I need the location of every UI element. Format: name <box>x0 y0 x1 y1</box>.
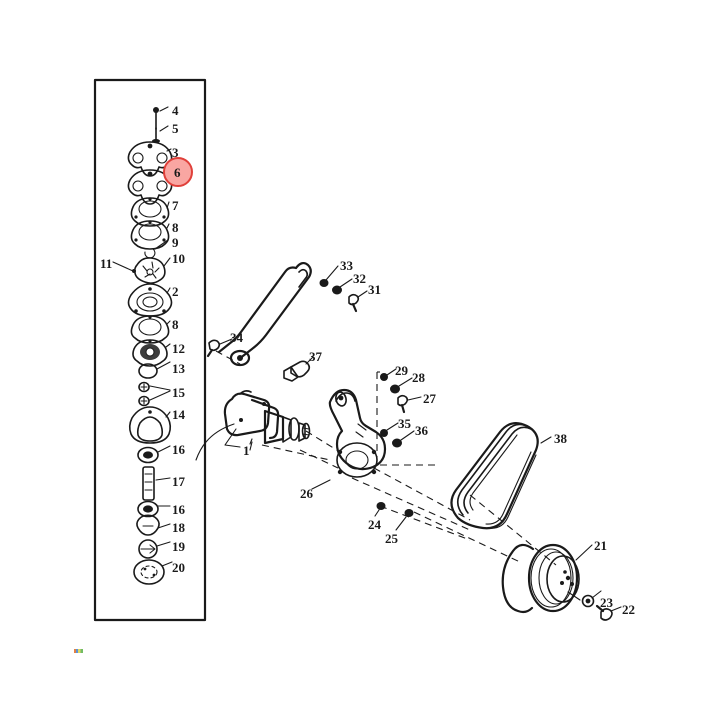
leader-1 <box>249 438 253 445</box>
callout-37: 37 <box>309 349 322 364</box>
color-artifact <box>74 649 83 653</box>
control-lever <box>217 261 312 367</box>
callout-1: 1 <box>243 443 250 458</box>
fastener-34 <box>206 338 241 365</box>
column-part-18 <box>136 514 171 536</box>
column-part-3 <box>127 141 173 177</box>
column-part-16a <box>137 445 171 464</box>
fastener-22 <box>595 604 622 621</box>
callout-6: 6 <box>174 165 181 180</box>
pump-body-1 <box>223 390 311 451</box>
fastener-29 <box>380 368 397 381</box>
column-part-13 <box>138 361 171 379</box>
callout-35: 35 <box>398 416 411 431</box>
fastener-24 <box>374 502 386 517</box>
fitting-37 <box>283 356 314 382</box>
callout-20: 20 <box>172 560 185 575</box>
callout-16b: 16 <box>172 502 185 517</box>
callout-25: 25 <box>385 531 398 546</box>
callout-5: 5 <box>172 121 179 136</box>
column-part-20 <box>133 559 173 585</box>
column-part-7 <box>130 197 170 227</box>
callout-33: 33 <box>340 258 353 273</box>
column-part-19 <box>138 539 171 559</box>
fastener-36 <box>392 430 415 448</box>
callout-10: 10 <box>172 251 185 266</box>
callout-12: 12 <box>172 341 185 356</box>
fastener-27 <box>397 394 422 414</box>
callout-4: 4 <box>172 103 179 118</box>
callout-15: 15 <box>172 385 185 400</box>
callout-31: 31 <box>368 282 381 297</box>
lever-fastener-32 <box>332 278 353 295</box>
fastener-28 <box>390 377 413 394</box>
callout-13: 13 <box>172 361 185 376</box>
column-part-10 <box>133 257 171 284</box>
column-part-11 <box>112 261 136 273</box>
parts-column-frame <box>93 78 207 622</box>
callout-29: 29 <box>395 363 408 378</box>
pulley-21 <box>501 543 593 614</box>
drive-belt-38 <box>450 421 552 530</box>
column-part-17 <box>142 466 171 501</box>
callout-19: 19 <box>172 539 185 554</box>
highlight-ring-part-6 <box>163 157 193 187</box>
callout-18: 18 <box>172 520 185 535</box>
callout-2: 2 <box>172 284 179 299</box>
callout-22: 22 <box>622 602 635 617</box>
fastener-25 <box>395 509 414 531</box>
column-part-8a <box>130 220 170 250</box>
callout-3: 3 <box>172 145 179 160</box>
callout-26: 26 <box>300 486 313 501</box>
fastener-35 <box>380 422 399 437</box>
column-part-12 <box>132 339 171 367</box>
callout-38: 38 <box>554 431 567 446</box>
column-part-15 <box>138 381 171 407</box>
callout-34: 34 <box>230 330 243 345</box>
callout-7: 7 <box>172 198 179 213</box>
column-part-16b <box>137 500 171 518</box>
callout-11: 11 <box>100 256 113 271</box>
column-part-5 <box>152 125 169 143</box>
fastener-guide-lines <box>376 371 436 466</box>
mounting-bracket-26 <box>311 388 387 490</box>
callout-36: 36 <box>415 423 428 438</box>
callout-24: 24 <box>368 517 381 532</box>
callout-23: 23 <box>600 595 613 610</box>
fastener-23 <box>581 590 602 608</box>
callout-21: 21 <box>594 538 607 553</box>
callout-8b: 8 <box>172 317 179 332</box>
column-part-8b <box>130 315 171 344</box>
lever-fastener-33 <box>319 265 339 287</box>
callout-9: 9 <box>172 235 179 250</box>
lever-fastener-31 <box>348 290 368 313</box>
callout-8a: 8 <box>172 220 179 235</box>
column-part-14 <box>128 406 172 444</box>
column-part-2 <box>127 283 173 317</box>
callout-32: 32 <box>353 271 366 286</box>
callout-17: 17 <box>172 474 185 489</box>
callout-27: 27 <box>423 391 436 406</box>
column-part-6 <box>127 169 177 205</box>
column-part-4 <box>153 106 169 130</box>
hose-line <box>195 423 235 461</box>
callout-16a: 16 <box>172 442 185 457</box>
callout-28: 28 <box>412 370 425 385</box>
callout-14: 14 <box>172 407 185 422</box>
